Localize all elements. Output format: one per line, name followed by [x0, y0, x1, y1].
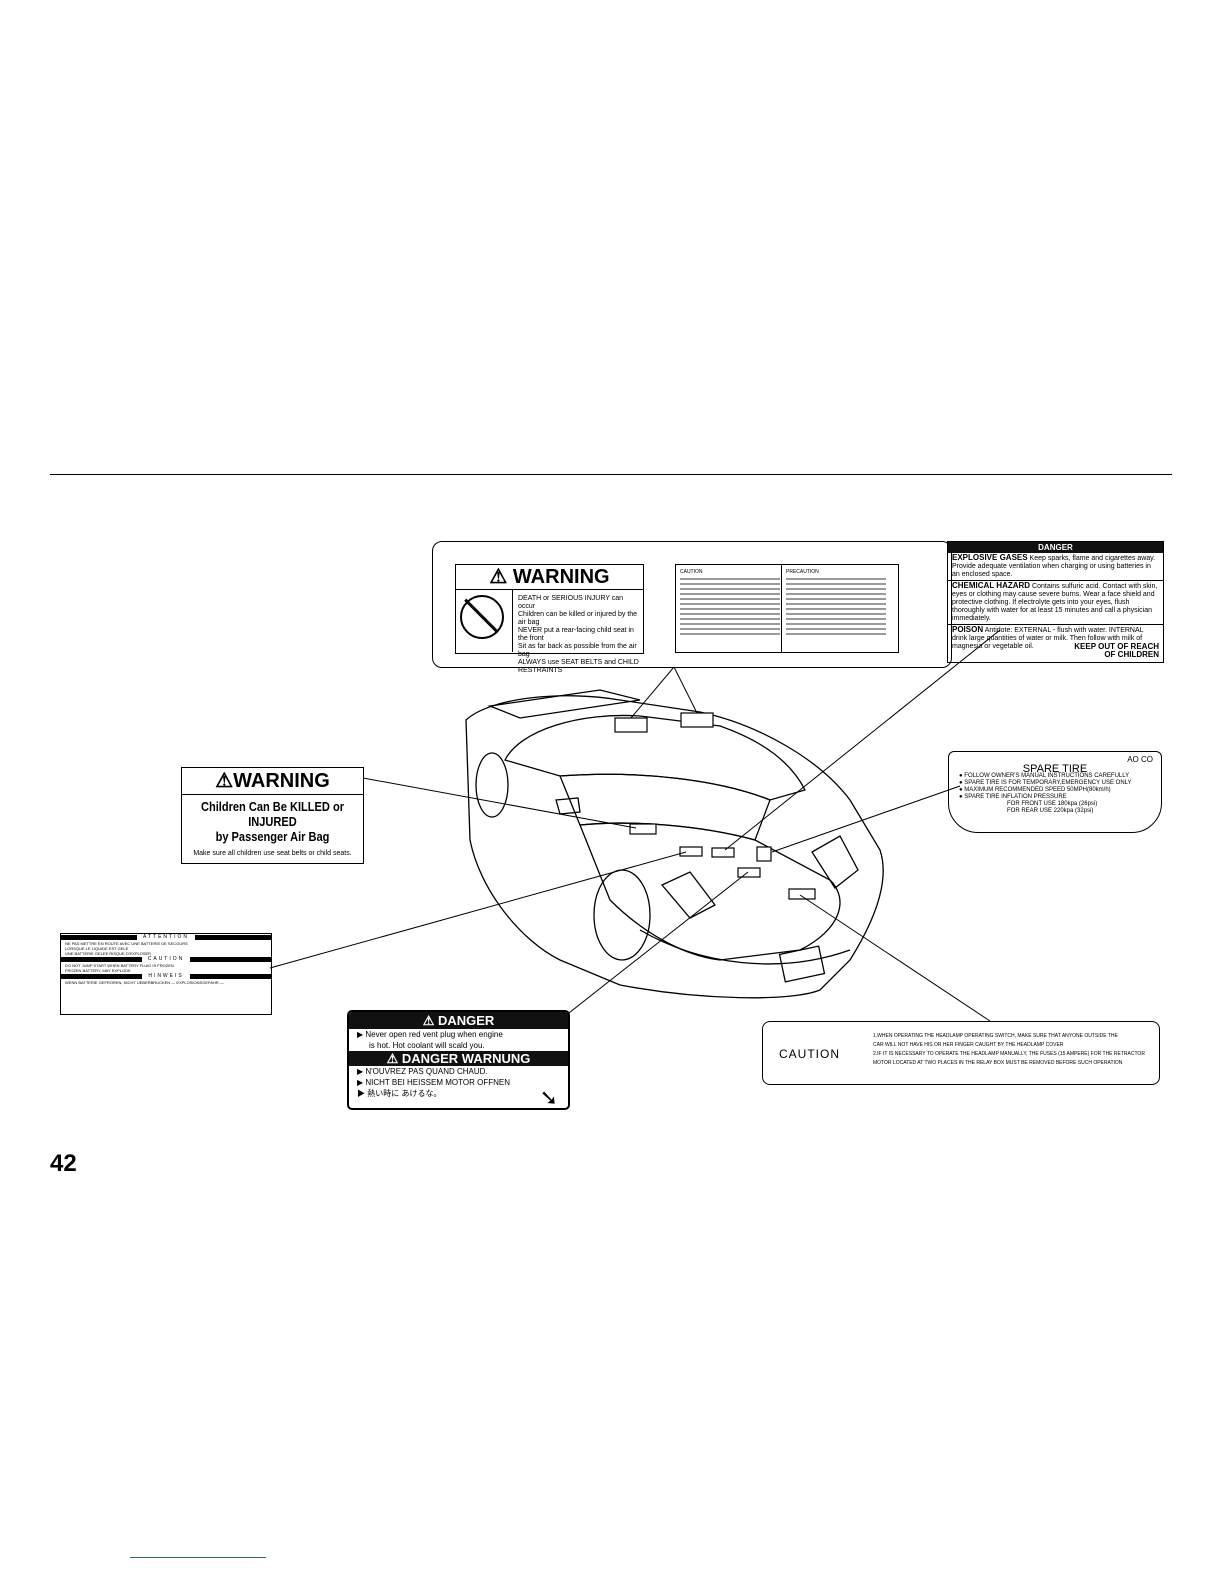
spare-line: ● FOLLOW OWNER'S MANUAL INSTRUCTIONS CAR… — [959, 773, 1130, 779]
callout-headlamp — [799, 894, 991, 1022]
page-number: 42 — [50, 1150, 77, 1177]
spare-front: FOR FRONT USE 180kpa (26psi) — [1007, 801, 1098, 807]
arrow-icon: ➘ — [539, 1085, 558, 1110]
headlamp-caution-label: CAUTION 1.WHEN OPERATING THE HEADLAMP OP… — [762, 1021, 1160, 1085]
callout-top-left — [630, 666, 675, 719]
label-spot-spare — [756, 846, 772, 862]
car-spoiler — [487, 689, 641, 719]
footer-link-underline[interactable] — [130, 1557, 266, 1558]
car-roof — [504, 714, 806, 801]
passenger-airbag-warning-label: ⚠WARNING Children Can Be KILLED or INJUR… — [181, 767, 364, 864]
spare-line: ● MAXIMUM RECOMMENDED SPEED 50MPH(80km/h… — [959, 787, 1111, 793]
label-spot-visor-left — [614, 717, 648, 733]
battery-danger-label: DANGER EXPLOSIVE GASES Keep sparks, flam… — [947, 541, 1164, 663]
callout-coolant — [559, 871, 749, 1021]
battery-jumpstart-label: ATTENTION NE PAS METTRE EN ROUTE AVEC UN… — [60, 933, 272, 1015]
warning-line: NEVER put a rear-facing child seat in th… — [518, 627, 634, 642]
caution-heading: CAUTION — [779, 1047, 840, 1061]
warning-title: ⚠ WARNING — [456, 565, 643, 590]
callout-airbag — [362, 777, 637, 829]
coolant-danger-header-2: ⚠ DANGER WARNUNG — [349, 1051, 568, 1066]
top-label-panel — [432, 541, 952, 668]
callout-top-right — [673, 666, 698, 714]
airbag-warning-label-large: ⚠ WARNING DEATH or SERIOUS INJURY can oc… — [455, 564, 644, 674]
airbag-line-1: Children Can Be KILLED or INJURED — [200, 799, 345, 829]
label-spot-battery-2 — [711, 847, 735, 858]
car-headlamp-left — [660, 871, 716, 919]
caution-title: CAUTION — [680, 569, 703, 575]
callout-spare — [771, 785, 961, 853]
label-spot-headlamp — [788, 888, 816, 900]
car-body-outline — [465, 695, 884, 999]
label-spot-dash — [629, 823, 657, 835]
explosive-title: EXPLOSIVE GASES — [952, 553, 1028, 562]
warning-line: DEATH or SERIOUS INJURY can occur — [518, 595, 624, 610]
spare-tire-label: AO CO SPARE TIRE ● FOLLOW OWNER'S MANUAL… — [948, 751, 1162, 833]
car-wheel-front — [593, 869, 651, 961]
car-windshield — [559, 773, 771, 841]
spare-title: SPARE TIRE — [1022, 763, 1088, 775]
poison-title: POISON — [952, 625, 984, 634]
chemical-title: CHEMICAL HAZARD — [952, 581, 1031, 590]
warning-line: Sit as far back as possible from the air… — [518, 643, 637, 658]
keep-out-of-reach: KEEP OUT OF REACH OF CHILDREN — [1074, 642, 1159, 659]
label-spot-battery-1 — [679, 846, 703, 857]
warning-line: Children can be killed or injured by the… — [518, 611, 638, 626]
car-mirror — [555, 797, 581, 815]
car-headlamp-right — [811, 835, 859, 889]
spare-line: ● SPARE TIRE INFLATION PRESSURE — [959, 794, 1067, 800]
label-spot-visor-right — [680, 712, 714, 728]
hinweis-title: HINWEIS — [148, 973, 184, 979]
callout-attention — [269, 851, 687, 969]
car-license-plate — [778, 945, 826, 983]
no-child-seat-icon — [460, 595, 504, 639]
spare-rear: FOR REAR USE 220kpa (32psi) — [1007, 808, 1094, 814]
spare-line: ● SPARE TIRE IS FOR TEMPORARY,EMERGENCY … — [959, 780, 1132, 786]
precaution-title: PRECAUTION — [786, 569, 819, 575]
coolant-danger-header: ⚠ DANGER — [349, 1012, 568, 1029]
header-rule — [50, 474, 1172, 475]
warning-line: ALWAYS use SEAT BELTS and CHILD RESTRAIN… — [518, 659, 639, 674]
spare-code: AO CO — [1127, 755, 1153, 764]
caution-precaution-label: CAUTION PRECAUTION — [675, 564, 899, 653]
airbag-small-text: Make sure all children use seat belts or… — [193, 850, 352, 857]
label-spot-coolant — [737, 867, 761, 878]
car-front-bumper — [639, 929, 851, 965]
airbag-warning-title: ⚠WARNING — [182, 768, 363, 795]
battery-danger-header: DANGER — [948, 542, 1163, 553]
caution-subtitle: CAUTION — [147, 956, 185, 962]
callout-battery-danger — [724, 629, 1001, 851]
car-hood — [579, 822, 841, 961]
coolant-danger-label: ⚠ DANGER ▶ Never open red vent plug when… — [347, 1010, 570, 1110]
car-wheel-rear — [475, 752, 509, 818]
airbag-line-2: by Passenger Air Bag — [215, 829, 330, 844]
attention-title: ATTENTION — [143, 934, 189, 940]
